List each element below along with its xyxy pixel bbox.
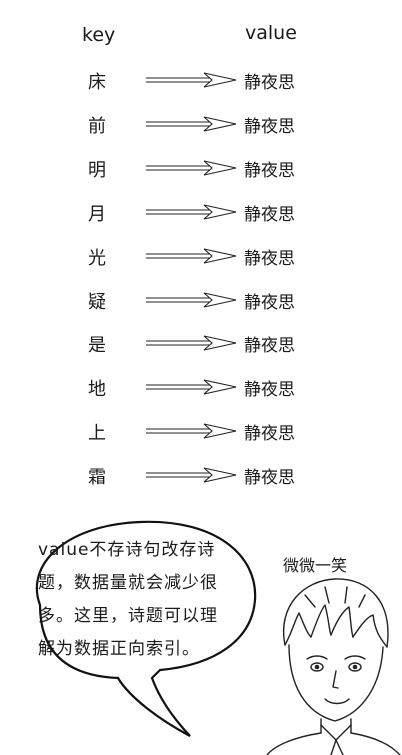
right-arrow-icon <box>146 291 237 308</box>
bubble-line: 解为数据正向索引。 <box>38 639 200 659</box>
bubble-line: 多。这里，诗题可以理 <box>38 606 218 626</box>
value-text: 静夜思 <box>244 380 295 401</box>
value-text: 静夜思 <box>244 116 295 137</box>
mapping-row: 前 静夜思 <box>0 112 402 142</box>
value-text: 静夜思 <box>244 248 295 269</box>
key-char: 疑 <box>88 291 106 313</box>
mapping-row: 疑 静夜思 <box>0 288 402 318</box>
key-char: 霜 <box>88 467 106 489</box>
key-char: 明 <box>88 159 106 181</box>
right-arrow-icon <box>146 160 237 176</box>
right-arrow-icon <box>146 248 237 264</box>
value-header: value <box>245 22 297 44</box>
mapping-row: 上 静夜思 <box>0 419 402 449</box>
value-text: 静夜思 <box>244 73 295 93</box>
bubble-line: 题，数据量就会减少很 <box>38 573 218 593</box>
right-arrow-icon <box>146 379 237 395</box>
key-char: 地 <box>88 379 106 401</box>
speaker-caption: 微微一笑 <box>283 556 348 575</box>
key-char: 前 <box>88 115 106 137</box>
key-char: 是 <box>88 335 106 357</box>
mapping-row: 明 静夜思 <box>0 156 402 186</box>
value-text: 静夜思 <box>244 468 295 489</box>
mapping-row: 霜 静夜思 <box>0 463 402 493</box>
key-header: key <box>82 24 116 46</box>
value-text: 静夜思 <box>244 424 295 445</box>
mapping-row: 地 静夜思 <box>0 375 402 405</box>
value-text: 静夜思 <box>244 292 295 313</box>
right-arrow-icon <box>146 204 237 220</box>
key-char: 月 <box>88 203 106 225</box>
bubble-text: value不存诗句改存诗 题，数据量就会减少很 多。这里，诗题可以理 解为数据正… <box>38 534 238 666</box>
right-arrow-icon <box>146 116 237 132</box>
key-char: 光 <box>88 247 106 269</box>
bubble-line: value不存诗句改存诗 <box>38 540 216 560</box>
value-text: 静夜思 <box>244 336 295 357</box>
value-text: 静夜思 <box>244 204 295 225</box>
boy-portrait-icon <box>266 578 401 755</box>
mapping-row: 月 静夜思 <box>0 200 402 230</box>
mapping-row: 是 静夜思 <box>0 331 402 361</box>
key-char: 上 <box>88 423 106 445</box>
right-arrow-icon <box>146 467 237 483</box>
right-arrow-icon <box>146 423 237 439</box>
right-arrow-icon <box>146 72 237 88</box>
speech-bubble <box>35 520 257 737</box>
right-arrow-icon <box>146 335 237 351</box>
mapping-row: 光 静夜思 <box>0 244 402 274</box>
mapping-row: 床 静夜思 <box>0 68 402 98</box>
key-char: 床 <box>88 72 106 93</box>
value-text: 静夜思 <box>244 160 295 181</box>
